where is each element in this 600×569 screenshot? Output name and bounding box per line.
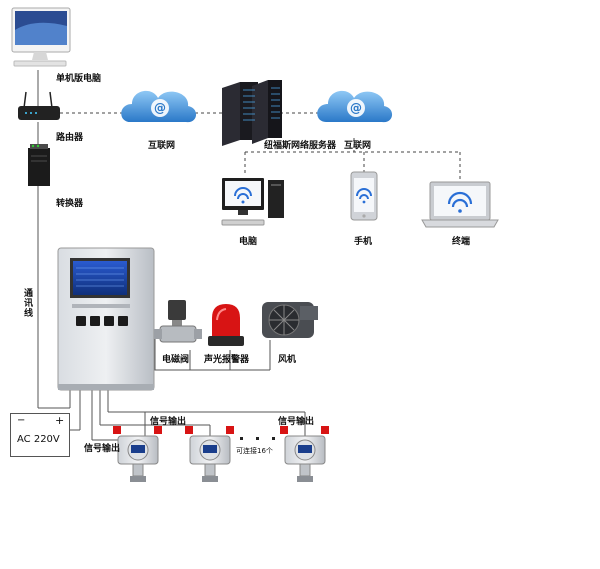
svg-text:@: @ (350, 101, 362, 115)
desktop-pc-icon (11, 7, 71, 67)
network-links (60, 112, 461, 180)
fan-icon (262, 302, 318, 338)
signal-output-label: 信号输出 (278, 417, 315, 427)
laptop-icon (421, 181, 499, 228)
ac-plus-sign: + (55, 414, 65, 427)
computer-icon (221, 178, 284, 226)
terminal-label: 终端 (452, 237, 471, 247)
gas-sensor-icon (113, 426, 162, 482)
gas-sensor-icon (280, 426, 329, 482)
valve-label: 电磁阀 (162, 355, 190, 365)
server-label: 纽福斯网络服务器 (264, 141, 337, 151)
alarm-beacon-icon (208, 304, 244, 346)
ellipsis-dots (240, 437, 275, 440)
internet-left-label: 互联网 (148, 141, 176, 151)
signal-output-label: 信号输出 (150, 417, 187, 427)
solenoid-valve-icon (154, 300, 202, 343)
ac-power-label: AC 220V (17, 434, 60, 445)
router-icon (18, 91, 60, 120)
gas-sensor-icon (185, 426, 234, 482)
internet-cloud-icon: @ (121, 90, 197, 123)
converter-icon (28, 144, 50, 186)
ac-minus-sign: − (17, 415, 26, 426)
ac-power-box: − + AC 220V (10, 413, 70, 457)
server-icon (222, 80, 282, 146)
phone-label: 手机 (354, 237, 373, 247)
router-label: 路由器 (56, 133, 84, 143)
controller-panel (57, 247, 155, 391)
fan-label: 风机 (278, 355, 297, 365)
internet-cloud-icon: @ (317, 90, 393, 123)
computer-label: 电脑 (239, 237, 258, 247)
converter-label: 转换器 (56, 199, 84, 209)
wires (37, 70, 306, 441)
comm-line-label: 通讯线 (22, 288, 32, 318)
connect-up-to-label: 可连接16个 (236, 447, 273, 455)
phone-icon (350, 171, 378, 221)
svg-text:@: @ (154, 101, 166, 115)
internet-right-label: 互联网 (344, 141, 372, 151)
pc-label: 单机版电脑 (56, 74, 102, 84)
signal-output-label: 信号输出 (84, 444, 121, 454)
alarm-label: 声光报警器 (204, 355, 250, 365)
